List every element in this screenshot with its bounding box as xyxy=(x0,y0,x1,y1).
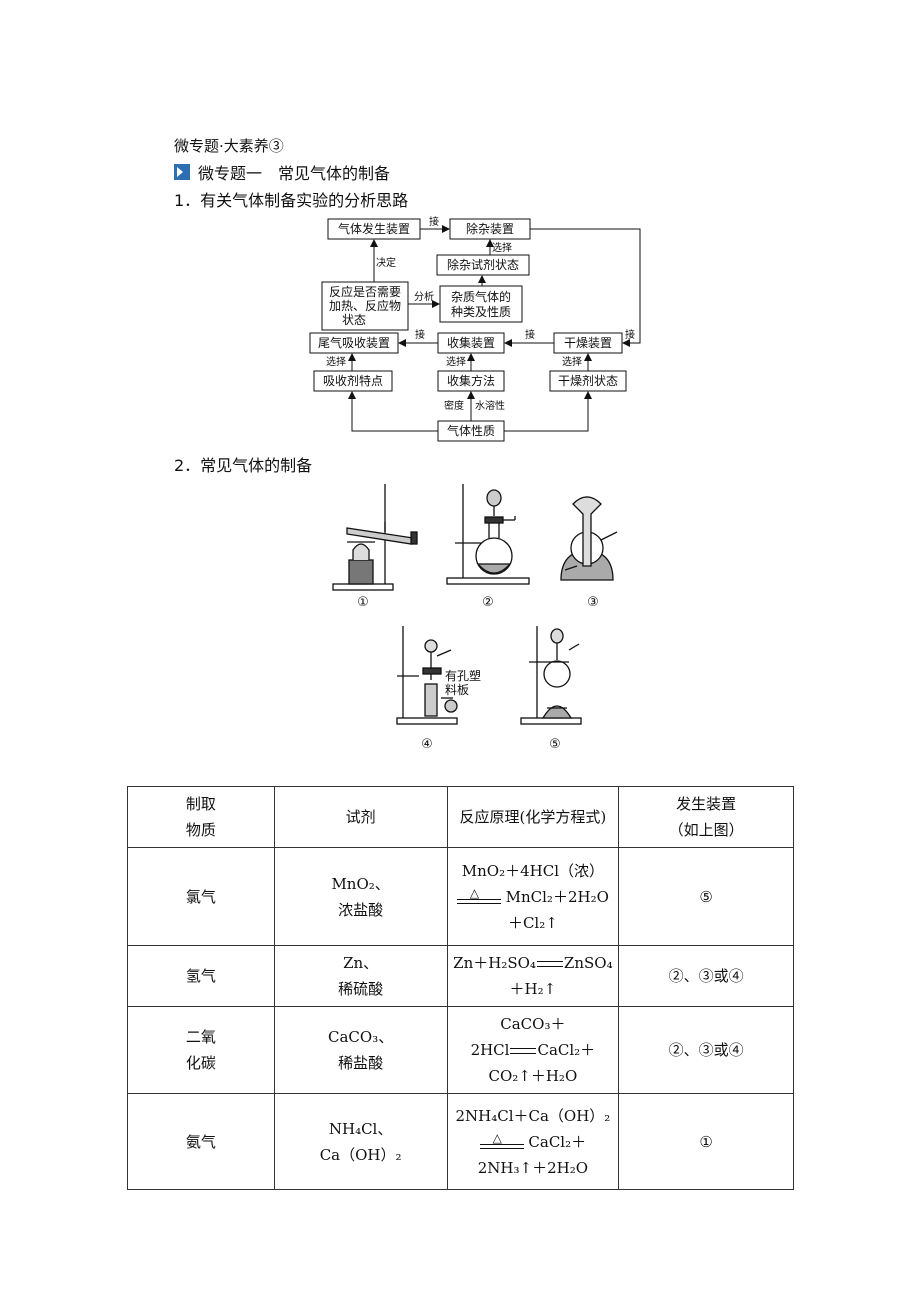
cell-gas: 二氧化碳 xyxy=(127,1006,275,1094)
heading-analysis: 1．有关气体制备实验的分析思路 xyxy=(174,191,409,210)
apparatus-figure: ① ② ③ ④ ⑤ 有孔塑 料板 xyxy=(332,484,618,752)
apparatus-5-drawing xyxy=(520,626,582,725)
cell-reagent: CaCO₃、稀盐酸 xyxy=(273,1006,448,1094)
label-connect-1: 接 xyxy=(429,215,439,228)
table-row: 氯气 MnO₂、浓盐酸 MnO₂＋4HCl（浓） MnCl₂＋2H₂O＋Cl₂↑… xyxy=(127,847,794,946)
arrow-marker-icon xyxy=(174,164,190,180)
box-collect-method-text: 收集方法 xyxy=(447,373,495,388)
label-analyze: 分析 xyxy=(414,290,434,303)
apparatus-label-1: ① xyxy=(357,595,369,610)
box-tail-text: 尾气吸收装置 xyxy=(318,335,390,350)
cell-gas: 氨气 xyxy=(127,1093,275,1190)
apparatus-label-5: ⑤ xyxy=(549,737,561,752)
box-collect-text: 收集装置 xyxy=(447,335,495,350)
apparatus-label-4: ④ xyxy=(421,737,433,752)
label-select-2: 选择 xyxy=(326,355,346,368)
header-reagent: 试剂 xyxy=(273,786,448,848)
kicker: 微专题·大素养③ xyxy=(174,137,284,155)
apparatus-note-2: 料板 xyxy=(445,683,469,697)
box-reaction xyxy=(321,281,409,331)
label-density: 密度 xyxy=(444,399,464,412)
heating-equals-icon xyxy=(456,880,501,906)
label-select-4: 选择 xyxy=(562,355,582,368)
table-row: 氨气 NH₄Cl、Ca（OH）₂ 2NH₄Cl＋Ca（OH）₂ CaCl₂＋2N… xyxy=(127,1093,794,1190)
apparatus-label-2: ② xyxy=(482,595,494,610)
box-remove-text: 除杂装置 xyxy=(466,221,514,236)
label-select-3: 选择 xyxy=(446,355,466,368)
equals-icon xyxy=(510,1048,537,1054)
box-reaction-text-2: 加热、反应物 xyxy=(329,298,401,313)
label-connect-3: 接 xyxy=(525,328,535,341)
cell-equation: 2NH₄Cl＋Ca（OH）₂ CaCl₂＋2NH₃↑＋2H₂O xyxy=(446,1093,620,1190)
header-substance: 制取物质 xyxy=(127,786,275,848)
cell-reagent: MnO₂、浓盐酸 xyxy=(273,847,448,946)
gas-preparation-table: 制取物质 试剂 反应原理(化学方程式) 发生装置（如上图） 氯气 MnO₂、浓盐… xyxy=(127,786,794,1190)
cell-gas: 氢气 xyxy=(127,945,275,1007)
label-select-1: 选择 xyxy=(492,241,512,254)
heating-equals-icon xyxy=(479,1125,524,1151)
box-gen-text: 气体发生装置 xyxy=(338,221,410,236)
box-reagent-state-text: 除杂试剂状态 xyxy=(447,257,519,272)
header-device: 发生装置（如上图） xyxy=(618,786,794,848)
apparatus-1-drawing xyxy=(332,484,418,591)
cell-device: ① xyxy=(618,1093,794,1190)
box-impurity xyxy=(439,285,523,323)
cell-gas: 氯气 xyxy=(127,847,275,946)
label-connect-4: 接 xyxy=(415,328,425,341)
apparatus-label-3: ③ xyxy=(587,595,599,610)
box-absorb-text: 吸收剂特点 xyxy=(323,373,383,388)
box-gas-prop-text: 气体性质 xyxy=(447,423,495,438)
apparatus-3-drawing xyxy=(560,496,618,581)
cell-reagent: NH₄Cl、Ca（OH）₂ xyxy=(273,1093,448,1190)
label-decide: 决定 xyxy=(376,256,396,269)
label-solubility: 水溶性 xyxy=(475,399,505,412)
apparatus-2-drawing xyxy=(446,484,530,585)
box-reaction-text-1: 反应是否需要 xyxy=(329,284,401,299)
section-title-text: 微专题一 常见气体的制备 xyxy=(198,164,391,183)
equals-icon xyxy=(536,961,563,967)
header-principle: 反应原理(化学方程式) xyxy=(446,786,620,848)
apparatus-note-1: 有孔塑 xyxy=(445,668,481,683)
flowchart: 气体发生装置 除杂装置 除杂试剂状态 反应是否需要 加热、反应物 状态 杂质气体… xyxy=(309,215,641,442)
box-reaction-text-3: 状态 xyxy=(342,313,366,327)
cell-device: ②、③或④ xyxy=(618,1006,794,1094)
box-impurity-text-1: 杂质气体的 xyxy=(451,289,511,304)
cell-device: ⑤ xyxy=(618,847,794,946)
cell-reagent: Zn、稀硫酸 xyxy=(273,945,448,1007)
section-title: 微专题一 常见气体的制备 xyxy=(174,160,390,184)
box-impurity-text-2: 种类及性质 xyxy=(451,305,511,319)
cell-equation: MnO₂＋4HCl（浓） MnCl₂＋2H₂O＋Cl₂↑ xyxy=(446,847,620,946)
cell-device: ②、③或④ xyxy=(618,945,794,1007)
apparatus-4-drawing xyxy=(396,626,458,725)
label-connect-2: 接 xyxy=(625,328,635,341)
table-header-row: 制取物质 试剂 反应原理(化学方程式) 发生装置（如上图） xyxy=(127,786,794,848)
heading-preparation: 2．常见气体的制备 xyxy=(174,456,313,475)
box-dry-text: 干燥装置 xyxy=(564,336,612,350)
box-dry-state-text: 干燥剂状态 xyxy=(558,373,618,388)
